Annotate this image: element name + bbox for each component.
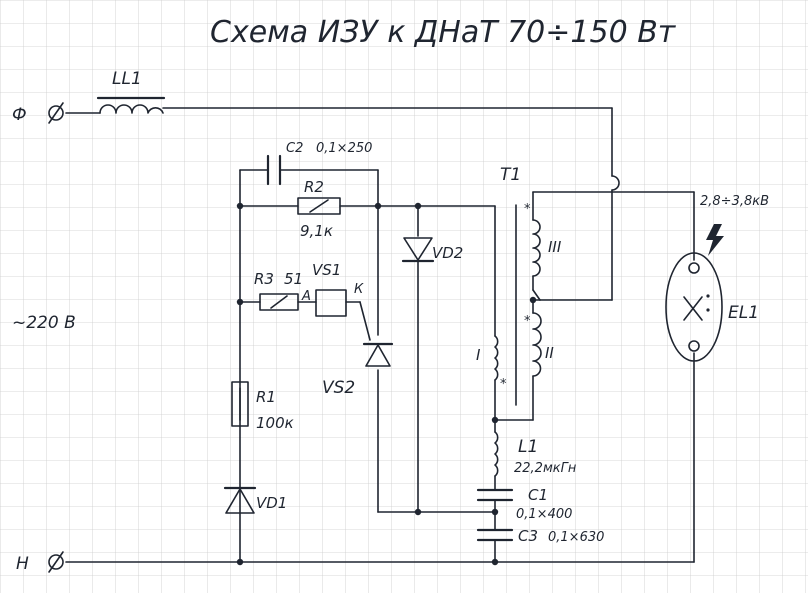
- svg-text:R1: R1: [256, 388, 276, 406]
- ignition-voltage-label: 2,8÷3,8кВ: [700, 194, 769, 209]
- svg-text:*: *: [524, 314, 531, 329]
- inductor-L1: L1 22,2мкГн: [494, 431, 577, 477]
- svg-text:VS2: VS2: [322, 378, 355, 398]
- svg-text:0,1×630: 0,1×630: [548, 530, 604, 545]
- svg-text:III: III: [548, 238, 562, 256]
- svg-text:*: *: [524, 202, 531, 217]
- diode-VD1: VD1: [223, 486, 287, 514]
- svg-text:9,1к: 9,1к: [300, 222, 333, 240]
- svg-text:VS1: VS1: [312, 261, 341, 279]
- svg-text:L1: L1: [518, 437, 538, 457]
- svg-text:А: А: [301, 289, 311, 304]
- capacitor-C1: C1 0,1×400: [476, 486, 572, 522]
- svg-text:II: II: [545, 344, 554, 362]
- svg-text:R3: R3: [254, 270, 274, 288]
- svg-text:LL1: LL1: [112, 69, 142, 89]
- transformer-T1-label: T1: [500, 165, 521, 185]
- terminal-neutral: Н: [16, 551, 64, 574]
- svg-text:C1: C1: [528, 486, 548, 504]
- diagram-title: Схема ИЗУ к ДНаТ 70÷150 Вт: [210, 15, 677, 50]
- junction-dots: [236, 202, 537, 566]
- svg-text:22,2мкГн: 22,2мкГн: [514, 461, 577, 476]
- supply-voltage-label: ~220 В: [12, 313, 76, 333]
- svg-text:Н: Н: [16, 554, 29, 574]
- resistor-R2: R2 9,1к: [297, 178, 341, 240]
- svg-text:*: *: [500, 377, 507, 392]
- svg-text:0,1×250: 0,1×250: [316, 141, 372, 156]
- svg-text:C2: C2: [286, 141, 303, 156]
- svg-text:Ф: Ф: [12, 105, 27, 125]
- svg-text:R2: R2: [304, 178, 324, 196]
- resistor-R1: R1 100к: [231, 381, 294, 432]
- svg-text:100к: 100к: [256, 414, 294, 432]
- svg-text:VD2: VD2: [432, 244, 463, 262]
- svg-text:51: 51: [284, 270, 303, 288]
- thyristor-VS1: VS1 А К: [301, 261, 364, 317]
- transformer-T1: * III * II * I: [476, 202, 562, 406]
- svg-text:C3: C3: [518, 527, 538, 545]
- lightning-bolt-icon: [706, 224, 724, 256]
- svg-text:К: К: [354, 282, 364, 297]
- svg-text:I: I: [476, 346, 481, 364]
- svg-text:EL1: EL1: [728, 303, 759, 323]
- lamp-EL1: EL1: [665, 252, 759, 362]
- svg-text:0,1×400: 0,1×400: [516, 507, 572, 522]
- diode-VD2: VD2: [401, 237, 463, 263]
- capacitor-C2: C2 0,1×250: [266, 141, 372, 186]
- capacitor-C3: C3 0,1×630: [476, 527, 604, 545]
- choke-LL1: LL1: [96, 69, 166, 114]
- terminal-phase: Ф: [12, 102, 64, 125]
- svg-text:VD1: VD1: [256, 494, 287, 512]
- wiring: [65, 107, 695, 563]
- resistor-R3: R3 51: [254, 270, 303, 311]
- thyristor-VS2: VS2: [322, 342, 394, 398]
